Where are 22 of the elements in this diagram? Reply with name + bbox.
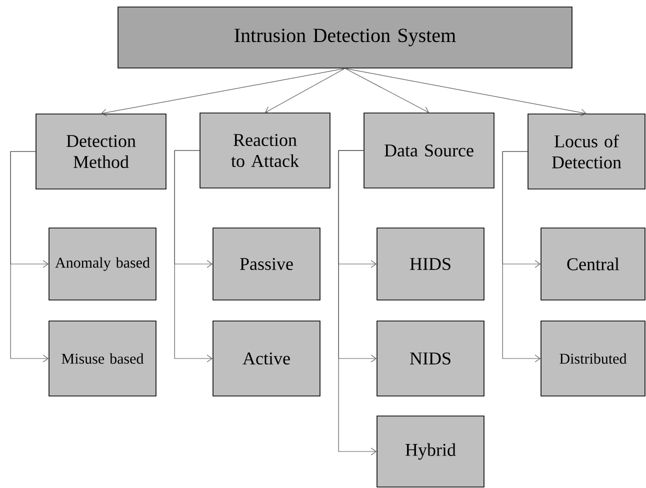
box: NIDS (376, 320, 484, 396)
box: Passive (212, 228, 320, 300)
arrow (10, 151, 49, 362)
arrow (265, 68, 346, 114)
box: Central (540, 228, 646, 300)
arrow (502, 151, 541, 362)
box: Intrusion Detection System (118, 6, 572, 68)
arrow (344, 68, 586, 116)
box: Detection Method (36, 114, 166, 190)
box: Misuse based (48, 320, 156, 396)
box: Data Source (364, 112, 494, 188)
box: Active (212, 320, 320, 396)
box: Distributed (540, 320, 646, 396)
arrow (174, 150, 213, 362)
box: Reaction to Attack (200, 112, 330, 188)
arrow (101, 68, 346, 116)
box: Locus of Detection (528, 114, 646, 190)
box: Anomaly based (48, 228, 156, 300)
box: Hybrid (376, 416, 484, 488)
box: HIDS (376, 228, 484, 300)
arrow (344, 68, 429, 114)
arrow (338, 150, 377, 456)
